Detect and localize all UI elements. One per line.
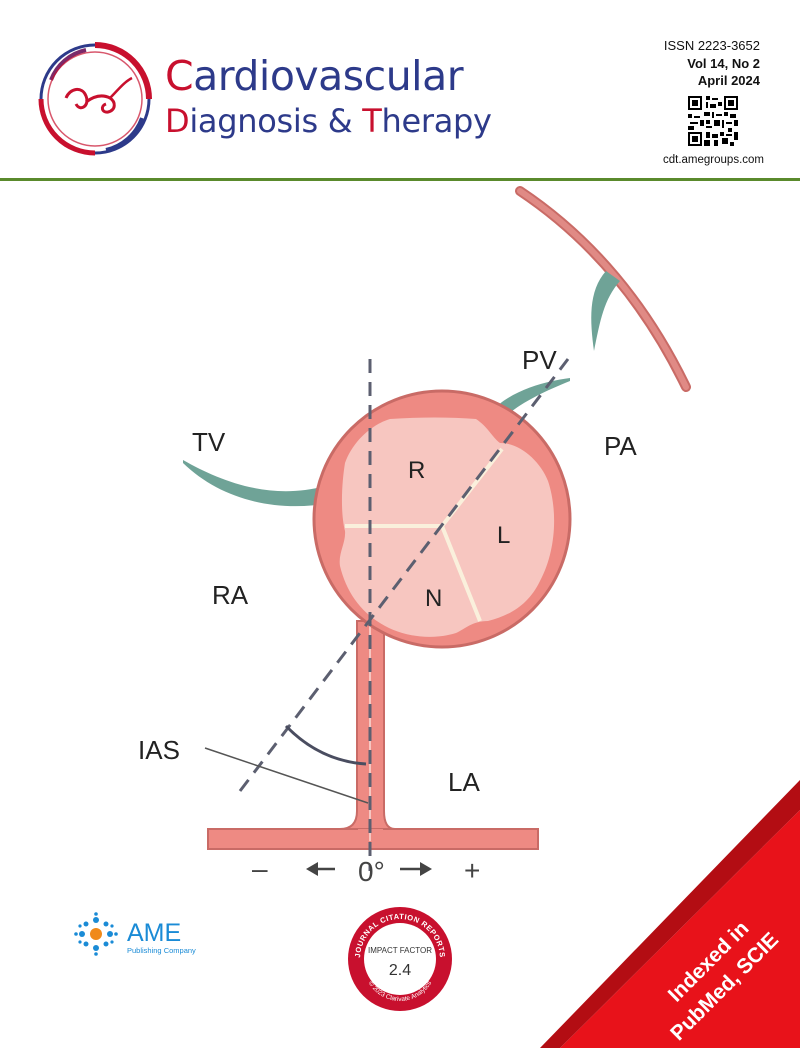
interatrial-septum bbox=[339, 620, 396, 830]
issue-date: April 2024 bbox=[697, 73, 760, 88]
ias-leader-line bbox=[204, 747, 369, 804]
impact-factor-badge: JOURNAL CITATION REPORTS © 2023 Clarivat… bbox=[348, 907, 452, 1011]
pulmonary-valve-leaflet-lower bbox=[492, 378, 570, 417]
journal-header: Cardiovascular Diagnosis & Therapy ISSN … bbox=[0, 0, 800, 180]
label-ra: RA bbox=[212, 580, 249, 610]
label-cusp-r: R bbox=[408, 457, 425, 484]
journal-title-line1: Cardiovascular bbox=[165, 52, 464, 100]
website-link[interactable]: cdt.amegroups.com bbox=[663, 154, 764, 166]
axis-plus: + bbox=[464, 855, 480, 886]
publisher-subtitle: Publishing Company bbox=[127, 946, 196, 955]
indexed-banner bbox=[540, 780, 800, 1048]
label-la: LA bbox=[448, 767, 480, 797]
pulmonary-valve-leaflet-upper bbox=[591, 271, 620, 351]
journal-logo-icon bbox=[38, 42, 152, 156]
arrow-left-icon bbox=[306, 862, 318, 876]
label-pa: PA bbox=[604, 431, 637, 461]
ame-logo-icon bbox=[74, 912, 118, 956]
volume-number: Vol 14, No 2 bbox=[687, 56, 760, 71]
issn-number: ISSN 2223-3652 bbox=[663, 38, 760, 53]
label-ias: IAS bbox=[138, 735, 180, 765]
aortic-lumen bbox=[339, 417, 555, 637]
label-cusp-n: N bbox=[425, 585, 442, 612]
journal-title-line2: Diagnosis & Therapy bbox=[165, 102, 492, 140]
impact-factor-value: 2.4 bbox=[389, 962, 411, 979]
label-cusp-l: L bbox=[497, 522, 510, 549]
impact-factor-label: IMPACT FACTOR bbox=[368, 946, 432, 955]
tricuspid-valve-leaflet bbox=[183, 460, 330, 507]
publisher-name: AME bbox=[127, 919, 182, 947]
septum-base bbox=[207, 828, 539, 850]
aortic-valve-diagram: TV PV PA RA LA IAS R L N – 0° + bbox=[138, 186, 691, 887]
axis-minus: – bbox=[252, 853, 268, 884]
angle-arc bbox=[284, 724, 367, 766]
qr-code-icon[interactable] bbox=[688, 96, 738, 146]
label-tv: TV bbox=[192, 427, 226, 457]
label-pv: PV bbox=[522, 345, 557, 375]
arrow-right-icon bbox=[420, 862, 432, 876]
axis-zero: 0° bbox=[358, 856, 385, 887]
header-divider bbox=[0, 178, 800, 181]
